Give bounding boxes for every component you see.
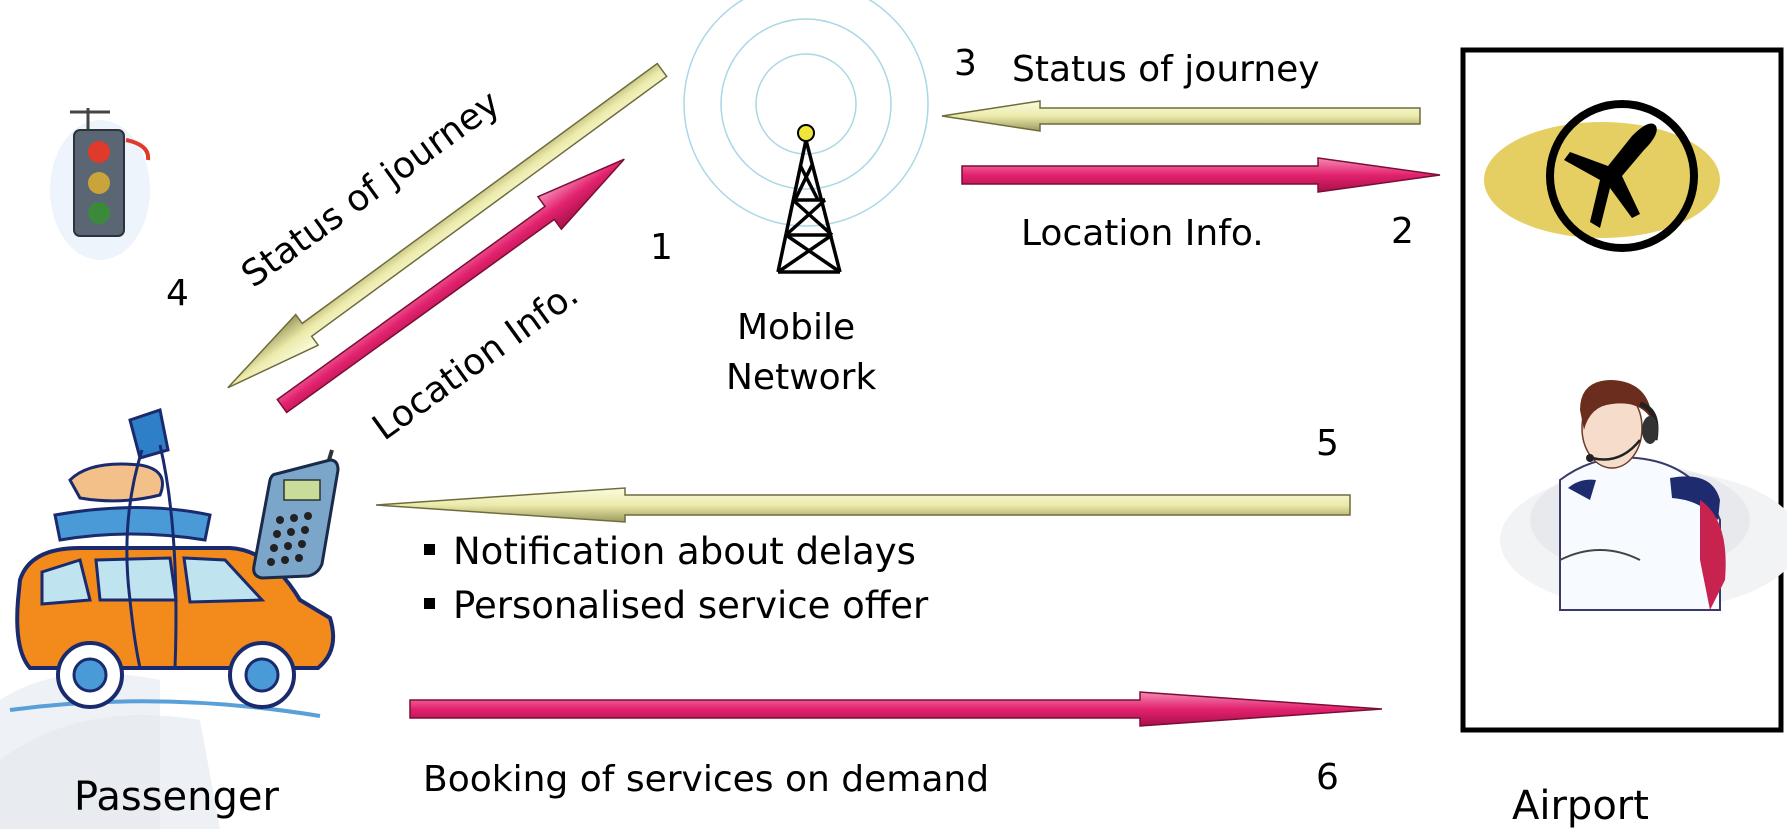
step-number-3: 3 xyxy=(954,43,977,84)
step-number-1: 1 xyxy=(650,227,673,268)
step-number-6: 6 xyxy=(1316,757,1339,798)
label-booking: Booking of services on demand xyxy=(423,759,990,800)
bullet-text: Notification about delays xyxy=(453,530,916,573)
arrow-status-to-passenger xyxy=(227,62,668,389)
airplane-icon xyxy=(1484,100,1720,252)
background-swoosh-2 xyxy=(0,715,220,829)
arrow-location-to-network xyxy=(276,158,625,414)
airport-box xyxy=(1460,47,1784,733)
bullet-item: Personalised service offer xyxy=(424,583,929,627)
network-label-line1: Mobile xyxy=(737,307,856,348)
bullet-item: Notification about delays xyxy=(424,530,928,573)
arrow-booking-to-airport xyxy=(409,691,1383,727)
step-number-2: 2 xyxy=(1391,211,1414,252)
arrow-notification-to-passenger xyxy=(375,487,1351,523)
arrow-status-from-airport xyxy=(941,100,1421,132)
notification-bullet-list: Notification about delays Personalised s… xyxy=(424,530,929,639)
airport-operator-icon xyxy=(1500,380,1787,611)
label-location-to-airport: Location Info. xyxy=(1021,213,1264,254)
traffic-light-icon xyxy=(50,108,151,260)
bullet-square xyxy=(424,544,435,555)
bullet-text: Personalised service offer xyxy=(453,583,929,627)
step-number-4: 4 xyxy=(166,273,189,314)
passenger-label: Passenger xyxy=(74,774,279,820)
bullet-square xyxy=(424,597,435,609)
mobile-phone-icon xyxy=(252,449,340,580)
mobile-tower-icon xyxy=(683,0,929,274)
network-label-line2: Network xyxy=(726,357,877,398)
step-number-5: 5 xyxy=(1316,423,1339,464)
car-icon xyxy=(9,408,335,718)
airport-label: Airport xyxy=(1512,783,1649,829)
arrow-location-to-airport xyxy=(961,157,1441,193)
label-status-from-airport: Status of journey xyxy=(1012,49,1320,90)
